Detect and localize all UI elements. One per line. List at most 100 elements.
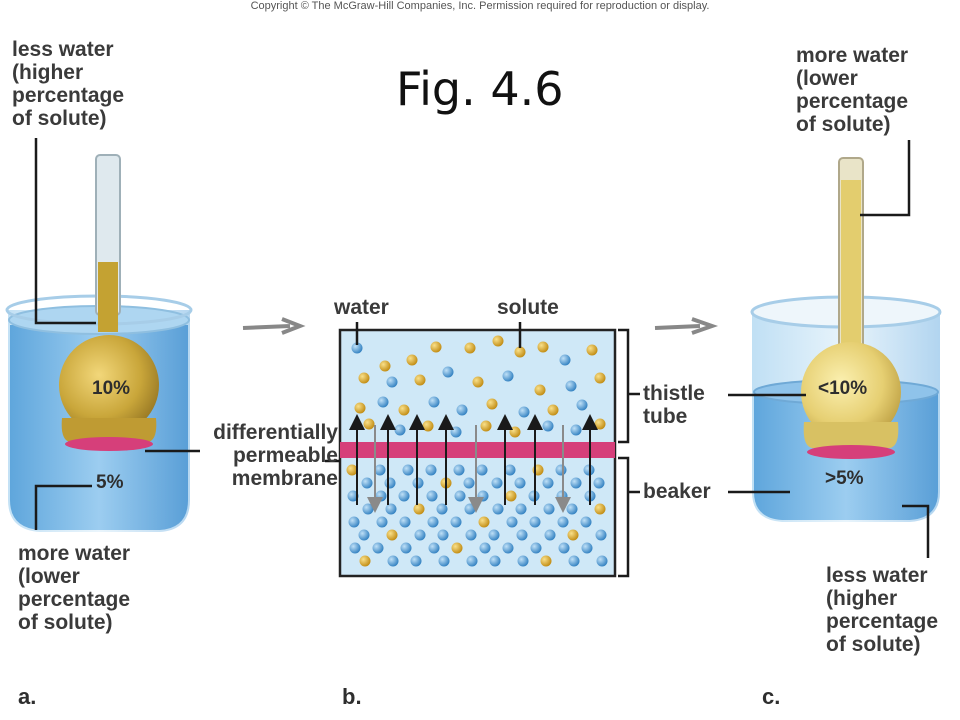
panel-c-inside-percent: <10%: [818, 378, 868, 399]
water-molecule: [361, 477, 373, 489]
water-molecule: [476, 464, 488, 476]
solute-molecule: [414, 374, 426, 386]
panel-c-bottom-label: less water (higher percentage of solute): [826, 564, 939, 656]
water-molecule: [506, 516, 518, 528]
solute-molecule: [567, 529, 579, 541]
panel-a-outside-percent: 5%: [96, 472, 124, 493]
water-molecule: [502, 542, 514, 554]
water-molecule: [515, 503, 527, 515]
water-molecule: [558, 542, 570, 554]
solute-molecule: [346, 464, 358, 476]
membrane-label: differentially permeable membrane: [213, 421, 338, 490]
water-molecule: [518, 406, 530, 418]
solute-molecule: [480, 420, 492, 432]
water-molecule: [387, 555, 399, 567]
water-molecule: [596, 555, 608, 567]
water-molecule: [377, 396, 389, 408]
water-molecule: [477, 490, 489, 502]
water-molecule: [463, 477, 475, 489]
water-molecule: [372, 542, 384, 554]
water-molecule: [454, 490, 466, 502]
water-molecule: [453, 464, 465, 476]
beaker-label: beaker: [643, 480, 711, 503]
water-molecule: [438, 555, 450, 567]
membrane-closeup: [338, 328, 617, 578]
solute-label: solute: [497, 296, 559, 319]
water-molecule: [376, 516, 388, 528]
solute-molecule: [534, 384, 546, 396]
solute-molecule: [406, 354, 418, 366]
leaders-a: [34, 138, 200, 530]
water-molecule: [542, 420, 554, 432]
water-label: water: [334, 296, 389, 319]
solute-molecule: [386, 529, 398, 541]
panel-a-letter: a.: [18, 684, 37, 709]
water-molecule: [464, 503, 476, 515]
water-molecule: [456, 404, 468, 416]
water-molecule: [489, 555, 501, 567]
leaders-c: [728, 140, 930, 558]
copyright-notice: Copyright © The McGraw-Hill Companies, I…: [250, 0, 710, 12]
thistle-tube-a: [59, 154, 159, 451]
water-molecule: [516, 529, 528, 541]
water-molecule: [410, 555, 422, 567]
water-molecule: [400, 542, 412, 554]
brackets-b: [325, 322, 640, 578]
water-molecule: [402, 464, 414, 476]
water-molecule: [593, 477, 605, 489]
solute-molecule: [422, 420, 434, 432]
panel-b-letter: b.: [342, 684, 362, 709]
solute-molecule: [514, 346, 526, 358]
water-molecule: [568, 555, 580, 567]
water-molecule: [465, 529, 477, 541]
solute-molecule: [492, 335, 504, 347]
solute-molecule: [363, 418, 375, 430]
water-molecule: [427, 516, 439, 528]
panel-a-top-label: less water (higher percentage of solute): [12, 38, 125, 130]
water-molecule: [530, 542, 542, 554]
solute-molecule: [537, 341, 549, 353]
water-molecule: [543, 503, 555, 515]
water-molecule: [362, 503, 374, 515]
water-molecule: [544, 529, 556, 541]
water-molecule: [436, 503, 448, 515]
water-molecule: [384, 477, 396, 489]
water-molecule: [426, 490, 438, 502]
solute-molecule: [430, 341, 442, 353]
thistle-tube-c: [801, 157, 901, 459]
water-molecule: [414, 529, 426, 541]
water-molecule: [450, 516, 462, 528]
water-molecule: [394, 424, 406, 436]
solute-molecule: [478, 516, 490, 528]
solute-molecule: [586, 344, 598, 356]
water-molecule: [488, 529, 500, 541]
solute-molecule: [464, 342, 476, 354]
water-molecule: [555, 464, 567, 476]
water-molecule: [374, 464, 386, 476]
water-molecule: [351, 342, 363, 354]
panel-c-letter: c.: [762, 684, 781, 709]
water-molecule: [565, 380, 577, 392]
solute-molecule: [540, 555, 552, 567]
water-molecule: [570, 424, 582, 436]
water-molecule: [425, 464, 437, 476]
solute-molecule: [594, 418, 606, 430]
panel-a-bottom-label: more water (lower percentage of solute): [18, 542, 131, 634]
water-molecule: [399, 516, 411, 528]
solute-molecule: [413, 503, 425, 515]
water-molecule: [542, 477, 554, 489]
water-molecule: [491, 477, 503, 489]
water-molecule: [442, 366, 454, 378]
panel-a-inside-percent: 10%: [92, 378, 131, 399]
water-molecule: [428, 396, 440, 408]
solute-molecule: [505, 490, 517, 502]
solute-molecule: [509, 426, 521, 438]
process-arrow-1: [242, 317, 306, 335]
water-molecule: [502, 370, 514, 382]
water-molecule: [466, 555, 478, 567]
water-molecule: [595, 529, 607, 541]
water-molecule: [450, 426, 462, 438]
water-molecule: [576, 399, 588, 411]
